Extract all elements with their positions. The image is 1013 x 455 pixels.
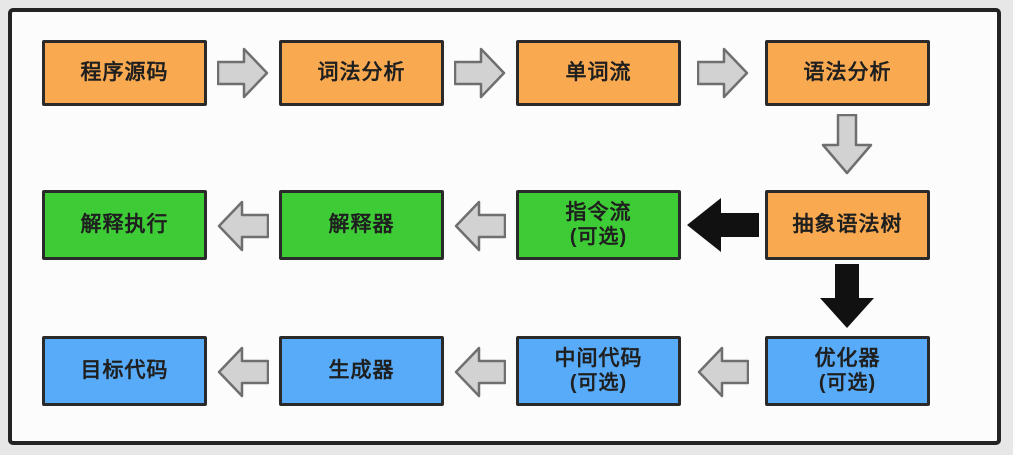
arrow-right-icon [454, 47, 506, 99]
box-generator: 生成器 [279, 336, 444, 406]
box-syntax-analysis: 语法分析 [765, 40, 930, 106]
box-sublabel: (可选) [569, 371, 628, 394]
box-label: 指令流 [565, 201, 632, 225]
box-label: 中间代码 [554, 347, 643, 371]
box-interpret-execute: 解释执行 [42, 190, 207, 260]
box-sublabel: (可选) [818, 371, 877, 394]
arrow-left-icon [454, 346, 506, 398]
box-instruction-stream: 指令流 (可选) [516, 190, 681, 260]
box-program-source: 程序源码 [42, 40, 207, 106]
arrow-down-black-icon [820, 264, 874, 328]
box-label: 单词流 [565, 60, 632, 84]
box-sublabel: (可选) [569, 225, 628, 248]
box-label: 目标代码 [80, 358, 169, 382]
arrow-left-icon [217, 346, 269, 398]
box-intermediate-code: 中间代码 (可选) [516, 336, 681, 406]
box-label: 语法分析 [803, 60, 892, 84]
arrow-left-icon [454, 200, 506, 252]
box-label: 解释器 [328, 212, 395, 236]
box-token-stream: 单词流 [516, 40, 681, 106]
arrow-left-black-icon [687, 198, 759, 252]
box-label: 抽象语法树 [792, 212, 903, 236]
box-label: 词法分析 [317, 60, 406, 84]
arrow-right-icon [697, 47, 749, 99]
arrow-down-icon [821, 114, 873, 175]
box-label: 生成器 [328, 358, 395, 382]
box-optimizer: 优化器 (可选) [765, 336, 930, 406]
box-label: 程序源码 [80, 60, 169, 84]
box-label: 解释执行 [80, 212, 169, 236]
box-abstract-syntax-tree: 抽象语法树 [765, 190, 930, 260]
arrow-left-icon [217, 200, 269, 252]
box-label: 优化器 [814, 347, 881, 371]
box-lexical-analysis: 词法分析 [279, 40, 444, 106]
box-interpreter: 解释器 [279, 190, 444, 260]
box-target-code: 目标代码 [42, 336, 207, 406]
arrow-right-icon [217, 47, 269, 99]
arrow-left-icon [697, 346, 749, 398]
